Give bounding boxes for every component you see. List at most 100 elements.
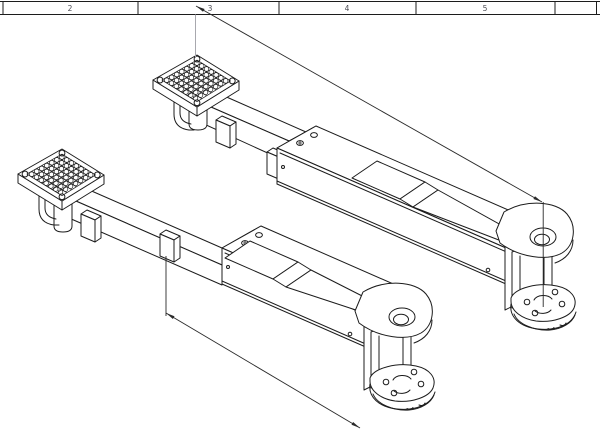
pad-dimple: [183, 71, 190, 78]
box-bottom-lip: [276, 180, 507, 282]
pad-dimple: [188, 86, 194, 92]
pad-dimple: [88, 172, 94, 178]
pad-dimple: [164, 77, 170, 83]
fork-bracket-inner: [179, 101, 192, 125]
pad-dimple: [72, 180, 79, 187]
pad-dimple: [48, 165, 55, 172]
pad-dimple: [203, 77, 209, 84]
pad-dimple: [73, 169, 79, 175]
box-front-hole: [347, 331, 353, 337]
box-front-hole: [281, 165, 285, 169]
pad-dimple: [83, 169, 89, 175]
pad-dimple: [38, 177, 44, 183]
pad-dimple: [198, 74, 204, 81]
pad-dimple: [48, 171, 55, 178]
dimension-annotations: [165, 5, 544, 429]
arrowhead: [196, 6, 205, 12]
pad-dimple: [68, 160, 75, 166]
pad-dimple: [73, 163, 79, 169]
pad-dimple: [198, 69, 205, 75]
tab-front: [215, 119, 231, 149]
pivot-hole-inner: [534, 233, 550, 246]
pad-dimple: [193, 89, 199, 95]
pad-dimple: [53, 180, 59, 186]
arrowhead: [533, 196, 542, 202]
pad-dimple: [168, 80, 175, 86]
pad-dimple: [203, 66, 210, 72]
pad-dimple: [178, 86, 184, 92]
pad-dimple: [199, 63, 205, 69]
pad-dimple: [178, 74, 185, 81]
pad-dimple: [203, 72, 209, 78]
pad-corner-hole: [193, 99, 201, 107]
pad-dimple: [194, 66, 200, 72]
pad-dimple: [39, 165, 45, 172]
pad-dimple: [198, 80, 204, 87]
pad-dimple: [29, 171, 35, 177]
base-plate: [369, 364, 435, 402]
pad-dimple: [198, 86, 204, 92]
pad-dimple: [53, 174, 59, 181]
lock-tab: [159, 229, 181, 263]
yoke-plate-thickness: [554, 239, 574, 264]
pad-dimple: [38, 171, 45, 177]
fork-bracket-inner: [44, 196, 57, 220]
pad-dimple: [188, 80, 194, 87]
box-top-hole: [296, 140, 304, 146]
pad-dimple: [63, 168, 69, 175]
pad-dimple: [179, 68, 185, 75]
box-front-hole: [485, 267, 491, 273]
pad-dimple: [53, 163, 60, 169]
yoke-plate-thickness: [413, 319, 433, 344]
base-bolt-hole: [551, 288, 559, 296]
tab-side: [94, 215, 102, 243]
pad-dimple: [188, 74, 195, 81]
fork-bracket: [173, 100, 195, 131]
rack-teeth: [406, 402, 426, 410]
pad-dimple: [53, 186, 59, 192]
pad-dimple: [202, 89, 209, 95]
pad-dimple: [169, 74, 175, 80]
pad-dimple: [208, 80, 214, 87]
gusset-strap: [224, 240, 375, 315]
pad-dimple: [207, 86, 214, 93]
rack-teeth: [547, 322, 567, 330]
frame-zone-strip: 2 3 4 5: [0, 1, 600, 15]
arrowhead: [351, 422, 360, 428]
rubber-pad: [152, 54, 240, 117]
pad-dimple: [44, 162, 50, 169]
pad-dimple: [208, 69, 214, 75]
pad-dimple: [173, 77, 180, 83]
pad-dimple: [218, 81, 224, 87]
box-bottom-lip: [221, 280, 369, 346]
pad-dimple: [43, 168, 50, 175]
pad-dimple: [78, 172, 84, 178]
pad-dimple: [63, 180, 69, 186]
rubber-pad: [17, 148, 105, 211]
base-center-slot: [533, 295, 553, 301]
box-top-hole: [255, 232, 263, 238]
pad-dimple: [58, 183, 64, 189]
pad-dimple: [77, 177, 84, 184]
base-bolt-hole: [558, 300, 566, 308]
box-top-hole: [310, 132, 318, 138]
zone-label-4: 4: [345, 4, 350, 13]
pad-dimple: [54, 157, 60, 163]
pad-corner-hole: [193, 55, 201, 63]
swing-arm-lower: [17, 148, 436, 411]
gusset-strap: [351, 160, 511, 243]
pad-dimple: [58, 177, 64, 183]
pad-dimple: [184, 66, 190, 72]
swing-arms: [17, 54, 577, 411]
pad-dimple: [197, 92, 204, 98]
fork-bracket: [38, 195, 60, 226]
base-center-slot: [392, 375, 412, 381]
base-rack-rim: [513, 313, 576, 331]
pad-dimple: [68, 171, 74, 178]
pad-dimple: [223, 78, 229, 84]
pad-top-face: [17, 148, 105, 202]
pad-dimple: [49, 160, 55, 166]
pad-dimple: [68, 177, 74, 184]
